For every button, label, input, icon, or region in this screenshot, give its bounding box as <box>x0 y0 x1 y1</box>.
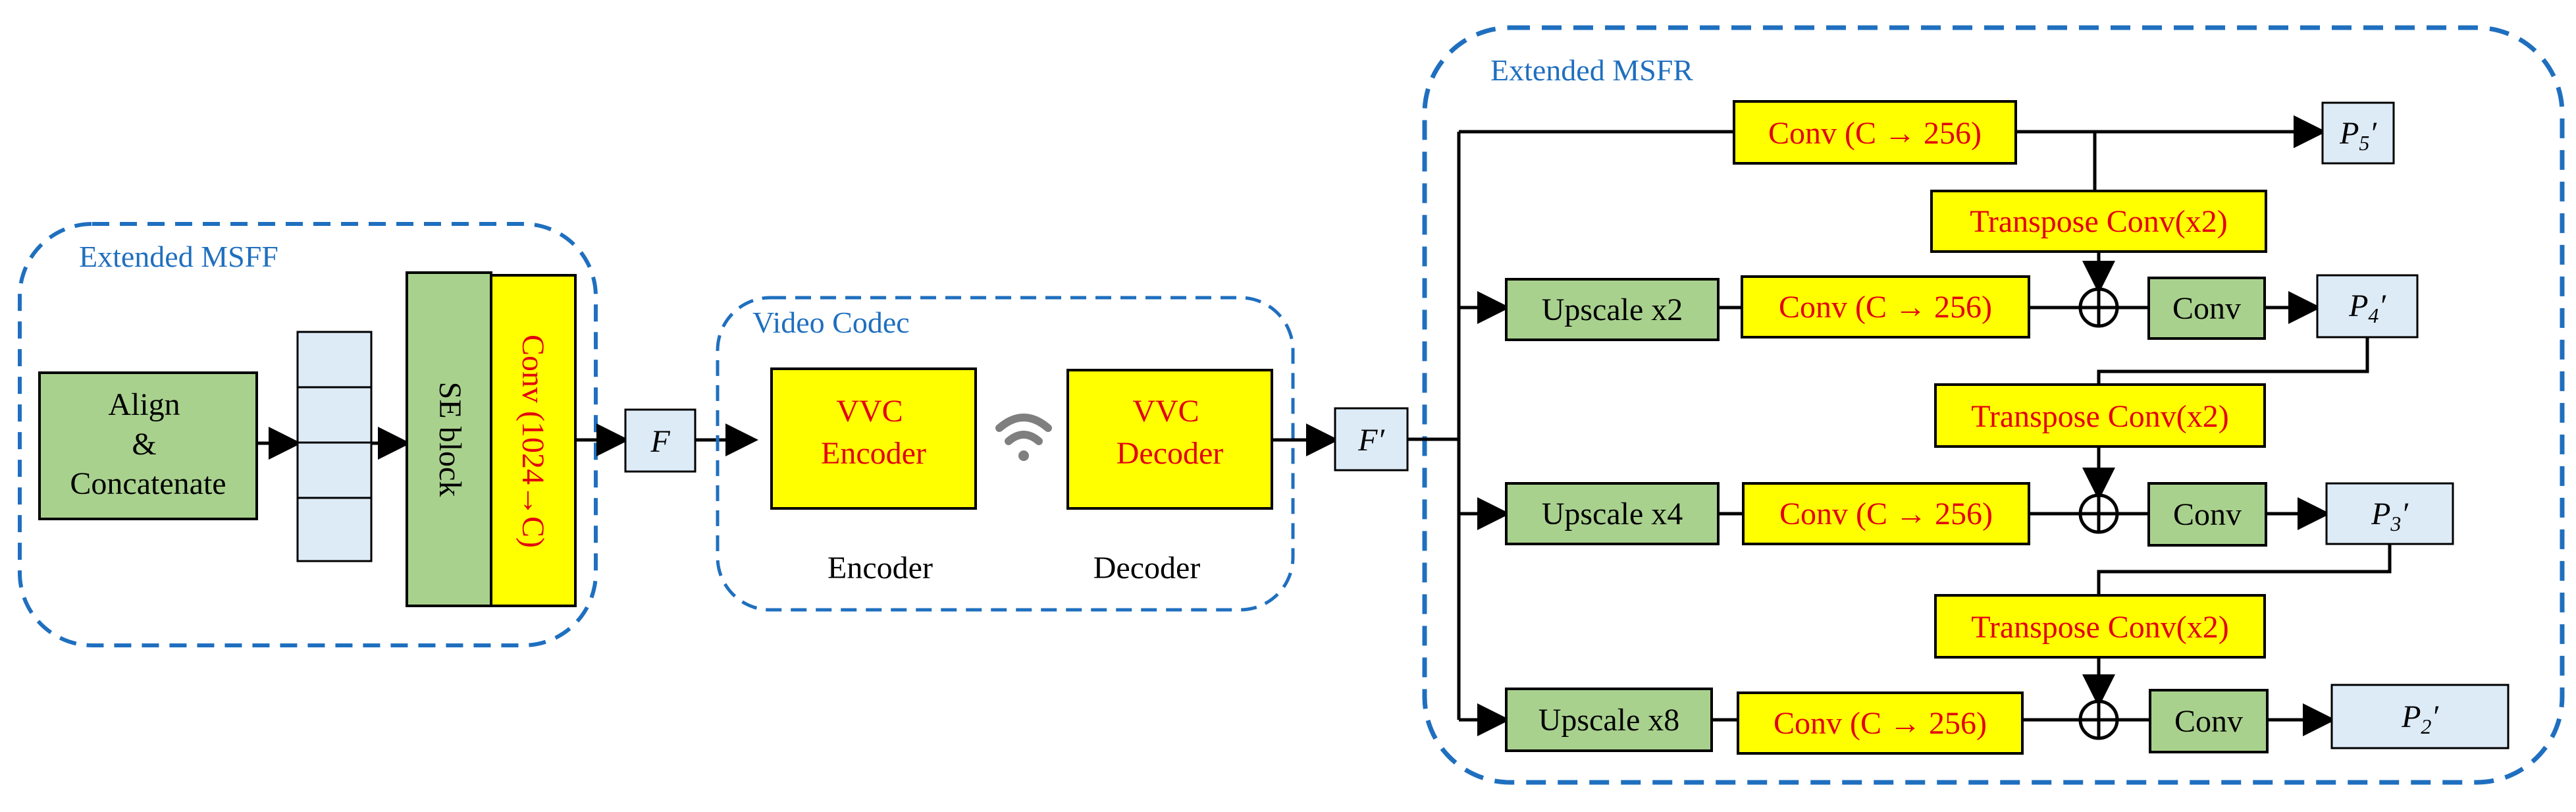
wifi-icon <box>995 414 1052 461</box>
transpose-conv-2-box <box>1934 383 2266 448</box>
msff-group-label: Extended MSFF <box>79 240 278 273</box>
transpose-conv-3-box <box>1934 594 2266 659</box>
msff-group <box>18 222 598 647</box>
conv-p2-text: Conv <box>2174 704 2243 739</box>
feature-fprime-box <box>1334 407 1409 472</box>
msff-conv-text: Conv (1024→C) <box>515 335 550 548</box>
p3-output-box <box>2325 482 2454 545</box>
upscale-x2-text: Upscale x2 <box>1542 292 1683 327</box>
upscale-x4-box <box>1505 482 1720 545</box>
connector-p4-to-transpose2 <box>2097 337 2369 385</box>
p5-output-box <box>2321 101 2395 165</box>
decoder-caption: Decoder <box>1093 551 1201 585</box>
upscale-x2-box <box>1505 278 1720 341</box>
p5-output-text: P5′ <box>2339 116 2377 155</box>
align-concat-text: Align & Concatenate <box>70 387 226 501</box>
feature-f-text: F <box>650 424 670 459</box>
vvc-encoder-text: VVC Encoder <box>821 394 926 471</box>
upscale-x8-text: Upscale x8 <box>1538 703 1680 738</box>
codec-group-label: Video Codec <box>752 306 910 339</box>
p3-output-text: P3′ <box>2371 497 2409 535</box>
p2-output-text: P2′ <box>2401 699 2439 738</box>
sum-icon <box>2078 287 2119 328</box>
conv-c256-p4-text: Conv (C → 256) <box>1779 290 1992 325</box>
conv-p4-box <box>2147 277 2266 340</box>
transpose-conv-3-text: Transpose Conv(x2) <box>1971 610 2229 645</box>
msff-conv-box <box>490 274 577 607</box>
connector-p3-to-transpose3 <box>2097 544 2392 595</box>
conv-p4-text: Conv <box>2172 291 2241 326</box>
p4-output-box <box>2316 274 2419 338</box>
conv-c256-p5-box <box>1733 100 2017 165</box>
msfr-group-label: Extended MSFR <box>1490 53 1693 87</box>
vvc-encoder-box <box>770 367 977 510</box>
upscale-x4-text: Upscale x4 <box>1542 497 1683 531</box>
conv-c256-p3-text: Conv (C → 256) <box>1779 497 1993 531</box>
feature-fprime-text: F′ <box>1357 423 1385 458</box>
feature-stack <box>296 331 373 562</box>
se-block-box <box>406 271 492 607</box>
conv-c256-p4-box <box>1741 275 2030 338</box>
vvc-decoder-text: VVC Decoder <box>1117 394 1224 471</box>
sum-icon <box>2078 493 2119 534</box>
conv-c256-p5-text: Conv (C → 256) <box>1768 116 1982 151</box>
transpose-conv-1-text: Transpose Conv(x2) <box>1970 204 2228 239</box>
transpose-conv-1-box <box>1930 190 2267 253</box>
codec-group <box>716 296 1295 612</box>
msfr-trunk <box>1407 130 1734 720</box>
conv-c256-p2-text: Conv (C → 256) <box>1774 706 1987 741</box>
transpose-conv-2-text: Transpose Conv(x2) <box>1971 399 2229 434</box>
align-concat-box <box>38 371 258 520</box>
p2-output-box <box>2330 684 2510 749</box>
se-block-text: SE block <box>433 382 467 497</box>
msfr-group <box>1422 25 2565 785</box>
encoder-caption: Encoder <box>828 551 933 585</box>
conv-p3-box <box>2147 482 2267 547</box>
feature-f-box <box>624 408 697 473</box>
conv-c256-p2-box <box>1737 691 2024 755</box>
conv-c256-p3-box <box>1742 482 2030 545</box>
p4-output-text: P4′ <box>2348 288 2386 327</box>
sum-icon <box>2078 699 2119 740</box>
conv-p3-text: Conv <box>2173 497 2242 532</box>
